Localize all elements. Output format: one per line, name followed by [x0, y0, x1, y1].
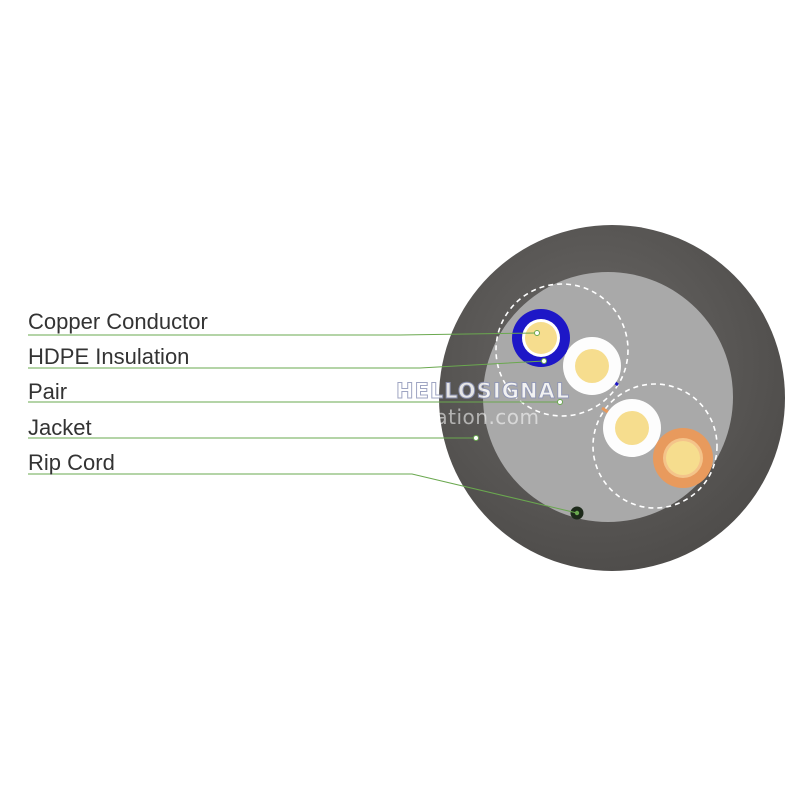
- label-copper-conductor: Copper Conductor: [28, 309, 208, 334]
- pair-2-boundary: [592, 383, 718, 509]
- white-blue-wire-copper: [575, 349, 609, 383]
- endpoint-copper-conductor: [534, 330, 540, 336]
- label-hdpe-insulation: HDPE Insulation: [28, 344, 189, 369]
- leader-hdpe-insulation: [28, 360, 545, 369]
- leader-copper-conductor: [28, 332, 538, 336]
- watermark-url: www.zion-communication.com: [221, 405, 540, 429]
- endpoint-pair: [557, 399, 563, 405]
- label-jacket: Jacket: [28, 415, 92, 440]
- blue-wire-copper: [525, 322, 557, 354]
- label-pair: Pair: [28, 379, 67, 404]
- white-orange-wire-copper: [615, 411, 649, 445]
- pair-1-boundary: [495, 283, 629, 417]
- leader-lines: [28, 332, 578, 514]
- orange-wire-copper: [666, 441, 700, 475]
- leader-endpoints: [473, 330, 563, 441]
- endpoint-jacket: [473, 435, 479, 441]
- watermark-brand: HELLOSIGNAL: [396, 379, 570, 403]
- label-rip-cord: Rip Cord: [28, 450, 115, 475]
- endpoint-hdpe-insulation: [541, 358, 547, 364]
- leader-rip-cord: [28, 473, 578, 514]
